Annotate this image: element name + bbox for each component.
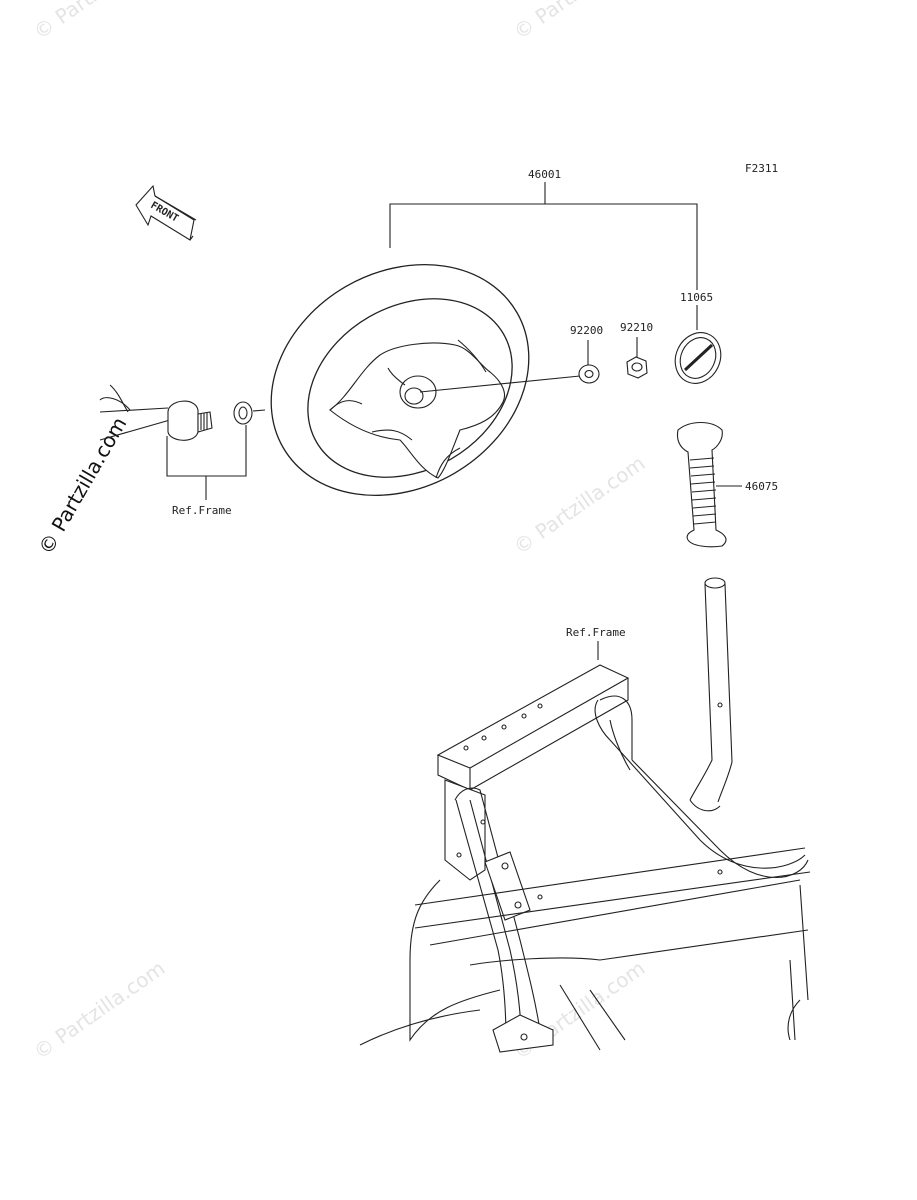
grab-bar-tube xyxy=(689,577,733,812)
emblem-11065: 11065 xyxy=(674,291,722,384)
nut-92210: 92210 xyxy=(620,321,653,379)
ref-frame-right-label: Ref.Frame xyxy=(566,626,626,639)
figure-code: F2311 xyxy=(745,162,778,175)
ref-frame-left-callout: Ref.Frame xyxy=(166,425,247,517)
watermark: © Partzilla.com xyxy=(29,956,169,1064)
frame-structure xyxy=(359,664,811,1053)
watermark: © Partzilla.com xyxy=(509,0,649,44)
part-number-92200: 92200 xyxy=(570,324,603,337)
grip-46075: 46075 xyxy=(676,421,778,548)
part-number-11065: 11065 xyxy=(680,291,713,304)
part-number-92210: 92210 xyxy=(620,321,653,334)
ref-frame-left-label: Ref.Frame xyxy=(172,504,232,517)
part-number-46001: 46001 xyxy=(528,168,561,181)
steering-wheel xyxy=(270,264,581,496)
watermark: © Partzilla.com xyxy=(29,0,169,44)
watermark: © Partzilla.com xyxy=(509,451,649,559)
washer-92200: 92200 xyxy=(570,324,603,384)
front-arrow-icon: FRONT xyxy=(135,184,197,241)
part-number-46075: 46075 xyxy=(745,480,778,493)
watermark-group: © Partzilla.com © Partzilla.com © Partzi… xyxy=(29,0,649,1064)
steering-wheel-callout: 46001 xyxy=(389,168,698,290)
steering-shaft xyxy=(99,384,266,441)
